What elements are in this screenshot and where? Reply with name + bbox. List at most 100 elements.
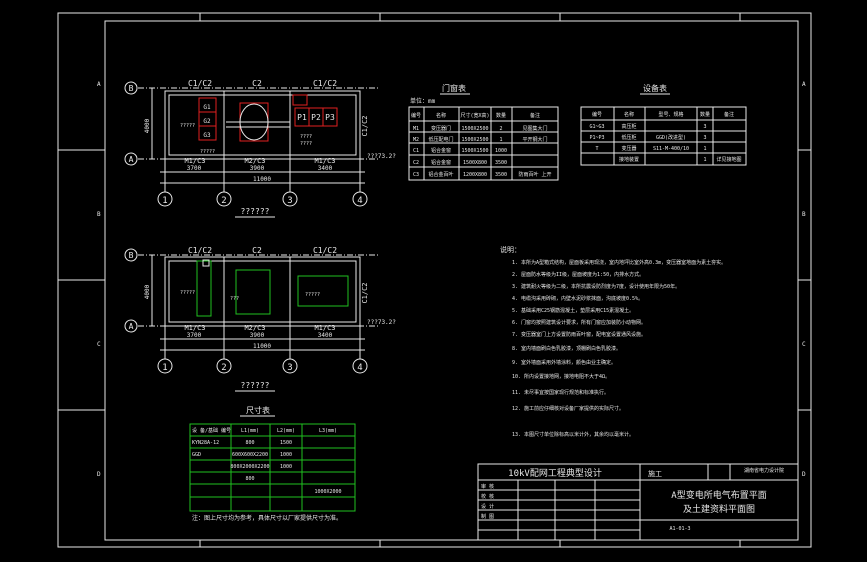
drawing-number: A1-01-3	[669, 526, 690, 532]
lv-panel-label: P1	[297, 113, 307, 122]
dim-span: 3900	[250, 332, 265, 339]
table-header: 数量	[496, 112, 506, 119]
table-header: 编号	[592, 111, 602, 118]
table-cell: P1~P3	[589, 135, 604, 141]
zone-letter-right: A	[802, 81, 806, 88]
axis-col-label: 3	[287, 363, 292, 373]
table-cell: KYN28A-12	[192, 440, 219, 446]
window-tag: C1/C2	[313, 246, 337, 255]
lv-panel-label: P3	[325, 113, 335, 122]
door-tag: M2/C3	[244, 157, 265, 165]
table-cell: 平开钢大门	[522, 136, 547, 143]
design-notes: 说明： 1. 本所为A型箱式结构，屋面板采用现浇，室内地坪比室外高0.3m，变压…	[500, 245, 726, 438]
axis-row-label: A	[129, 155, 134, 164]
table-cell: 600X600X2200	[232, 452, 268, 458]
table-title: 尺寸表	[246, 405, 270, 415]
table-cell: 1000	[280, 452, 292, 458]
table-cell: 1000X2000	[314, 489, 341, 495]
table-cell: 1200X800	[463, 172, 487, 178]
axis-row-label: A	[129, 322, 134, 331]
table-cell: 低压配电门	[428, 136, 453, 143]
svg-text:?????: ?????	[180, 123, 195, 129]
svg-text:?????: ?????	[180, 290, 195, 296]
elevation-note: ???73.2?	[367, 153, 396, 160]
outer-sheet-border	[57, 12, 812, 548]
zone-letter-right: D	[802, 471, 806, 478]
inner-sheet-border	[104, 20, 799, 541]
role-label: 校 核	[481, 493, 494, 500]
size-table: 尺寸表 设 备/基础 编号 L1(mm) L2(mm) L3(mm) KYN28…	[189, 405, 356, 522]
note-line: 1. 本所为A型箱式结构，屋面板采用现浇，室内地坪比室外高0.3m，变压器室地面…	[512, 259, 726, 266]
table-cell: 低压柜	[621, 134, 636, 141]
table-header: 备注	[530, 112, 540, 119]
table-cell: M1	[413, 126, 419, 132]
table-cell: C3	[413, 172, 419, 178]
table-cell: GGD(改进型)	[656, 134, 686, 141]
electrical-layout-plan: B A 1 2 3 4 3700 3900 3400 11000 4000 C1…	[124, 79, 396, 218]
zone-letter-left: D	[97, 471, 101, 478]
svg-text:G2: G2	[203, 118, 211, 125]
table-cell: 1	[499, 137, 502, 143]
note-line: 8. 室内墙面刷白色乳胶漆，顶棚刷白色乳胶漆。	[512, 345, 621, 352]
dim-depth: 4000	[144, 284, 151, 299]
table-cell: 3500	[495, 160, 507, 166]
table-header: 数量	[700, 111, 710, 118]
plan-caption: ??????	[241, 207, 270, 216]
table-cell: G1~G3	[589, 124, 604, 130]
table-cell: 1500X2500	[461, 126, 488, 132]
table-cell: 1500X2500	[461, 137, 488, 143]
svg-text:????: ????	[300, 134, 312, 140]
plan-caption: ??????	[241, 381, 270, 390]
table-cell: C1	[413, 148, 419, 154]
axis-col-label: 1	[162, 363, 167, 373]
table-cell: 1500X800	[463, 160, 487, 166]
table-title: 设备表	[643, 83, 667, 93]
role-label: 制 图	[481, 513, 494, 520]
table-header: 备注	[724, 111, 734, 118]
axis-col-label: 1	[162, 196, 167, 206]
equipment-table: 设备表 编号 名称 型号、规格 数量 备注 G1~G3 高压柜 3 P1~P3 …	[580, 83, 747, 166]
svg-text:????: ????	[300, 141, 312, 147]
table-header: 设 备/基础 编号	[192, 427, 231, 434]
table-header: L1(mm)	[241, 428, 259, 434]
title-block: 10kV配网工程典型设计 施工 湖南省电力设计院 审 核 校 核 设 计 制 图…	[477, 463, 799, 541]
window-tag: C1/C2	[313, 79, 337, 88]
zone-letter-left: C	[97, 341, 101, 348]
door-tag: M1/C3	[184, 157, 205, 165]
note-line: 7. 变压器室门上方设置防雨百叶窗，配电室设置通风设施。	[512, 331, 646, 338]
window-tag: C2	[252, 246, 262, 255]
lv-panel-label: P2	[311, 113, 321, 122]
company-name: 湖南省电力设计院	[744, 467, 784, 474]
table-cell: 1000	[280, 464, 292, 470]
table-header: 型号、规格	[658, 111, 683, 118]
door-tag: M1/C3	[184, 324, 205, 332]
table-cell: 铝合金百叶	[428, 171, 453, 178]
note-line: 13. 本图尺寸单位除标高以米计外，其余均以毫米计。	[512, 431, 634, 438]
svg-text:?????: ?????	[200, 149, 215, 155]
table-cell: 高压柜	[621, 123, 636, 130]
table-cell: 详见接地图	[716, 156, 741, 163]
dim-total: 11000	[253, 343, 271, 350]
svg-text:G3: G3	[203, 132, 211, 139]
table-header: 名称	[436, 112, 446, 119]
axis-col-label: 2	[221, 196, 226, 206]
table-cell: 3	[703, 135, 706, 141]
axis-row-label: B	[129, 251, 134, 260]
table-header: 尺寸(宽X高)	[460, 112, 489, 119]
civil-data-plan: B A 1 2 3 4 3700 3900 3400 11000 4000 C1…	[124, 246, 396, 392]
table-cell: 2	[499, 126, 502, 132]
dim-span: 3400	[318, 332, 333, 339]
axis-col-label: 3	[287, 196, 292, 206]
svg-text:?????: ?????	[305, 292, 320, 298]
table-cell: S11-M-400/10	[653, 146, 689, 152]
note-line: 12. 施工前应仔细核对设备厂家提供的实际尺寸。	[512, 405, 624, 412]
drawing-title-line1: A型变电所电气布置平面	[671, 489, 766, 501]
notes-title: 说明：	[500, 245, 521, 254]
table-cell: 见图集大门	[522, 125, 547, 132]
drawing-title-line2: 及土建资料平面图	[683, 503, 755, 515]
table-cell: M2	[413, 137, 419, 143]
design-stage: 施工	[648, 469, 662, 478]
note-line: 11. 未尽事宜按国家现行规范和标准执行。	[512, 389, 609, 396]
